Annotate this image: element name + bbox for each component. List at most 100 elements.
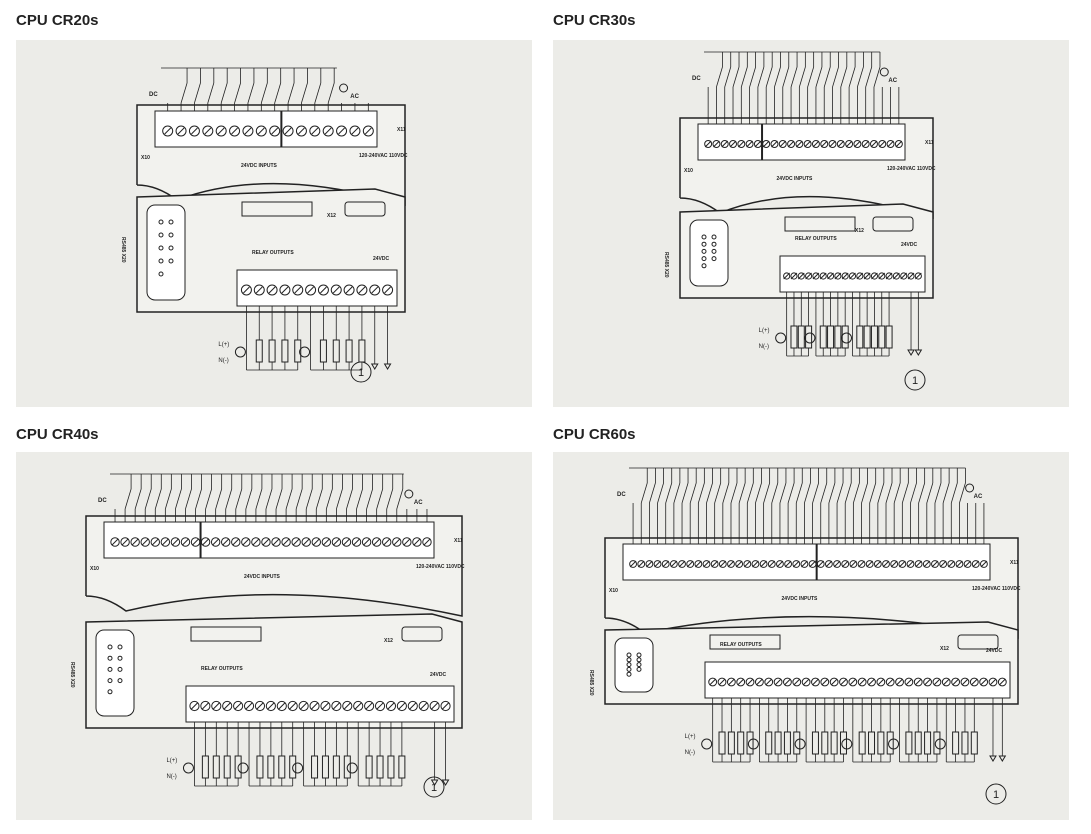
screw-terminal bbox=[979, 677, 989, 687]
n-minus-label: N(-) bbox=[685, 750, 695, 756]
x12-label: X12 bbox=[940, 646, 949, 652]
screw-slot bbox=[886, 678, 894, 686]
screw-slot bbox=[322, 538, 330, 546]
switch-contact bbox=[823, 66, 831, 88]
db9-pin bbox=[701, 234, 707, 240]
n-minus-label: N(-) bbox=[218, 358, 228, 364]
switch-contact bbox=[386, 488, 394, 510]
l-plus-label: L(+) bbox=[218, 342, 229, 348]
switch-contact bbox=[861, 482, 868, 504]
switch-contact bbox=[689, 482, 697, 504]
db9-pin bbox=[107, 689, 113, 695]
screw-slot bbox=[792, 560, 800, 568]
screw-terminal bbox=[882, 560, 890, 568]
switch-contact bbox=[779, 482, 787, 504]
screw-slot bbox=[802, 678, 810, 686]
screw-slot bbox=[212, 702, 220, 710]
screw-slot bbox=[719, 560, 727, 568]
switch-contact bbox=[836, 482, 844, 504]
sd-card-slot bbox=[344, 201, 386, 217]
screw-terminal bbox=[988, 677, 998, 687]
ac-label: AC bbox=[414, 500, 423, 506]
switch-contact bbox=[873, 66, 881, 88]
load-resistor bbox=[256, 755, 264, 779]
load-resistor bbox=[212, 755, 220, 779]
screw-terminal bbox=[773, 677, 783, 687]
screw-terminal bbox=[369, 284, 381, 296]
screw-terminal bbox=[778, 140, 787, 148]
db9-pin bbox=[158, 245, 164, 251]
screw-slot bbox=[629, 560, 637, 568]
screw-terminal bbox=[412, 537, 422, 547]
screw-terminal bbox=[969, 677, 979, 687]
screw-terminal bbox=[694, 560, 703, 568]
screw-terminal bbox=[712, 140, 721, 148]
screw-slot bbox=[743, 560, 751, 568]
screw-slot bbox=[322, 702, 329, 710]
screw-terminal bbox=[381, 537, 392, 547]
screw-slot bbox=[877, 678, 885, 686]
db9-pin bbox=[117, 655, 123, 661]
screw-slot bbox=[931, 560, 939, 568]
screw-slot bbox=[801, 560, 808, 568]
switch-contact bbox=[848, 66, 856, 88]
screw-terminal bbox=[330, 284, 342, 296]
screw-terminal bbox=[261, 537, 271, 547]
screw-slot bbox=[278, 702, 286, 710]
switch-contact bbox=[194, 82, 201, 104]
load-resistor bbox=[805, 325, 813, 349]
screw-terminal bbox=[878, 140, 887, 148]
switch-contact bbox=[376, 488, 384, 510]
sd-card-slot bbox=[401, 626, 443, 642]
screw-terminal bbox=[803, 140, 812, 148]
screw-slot bbox=[964, 560, 971, 568]
screw-terminal bbox=[745, 140, 754, 148]
switch-contact bbox=[154, 488, 162, 510]
screw-slot bbox=[711, 560, 719, 568]
switch-contact bbox=[706, 482, 713, 504]
screw-terminal bbox=[776, 560, 784, 568]
db9-pin bbox=[636, 662, 642, 668]
screw-slot bbox=[289, 702, 297, 710]
load-resistor bbox=[827, 325, 835, 349]
screw-terminal bbox=[317, 284, 329, 296]
screw-slot bbox=[345, 286, 353, 294]
screw-slot bbox=[354, 702, 362, 710]
load-resistor bbox=[278, 755, 286, 779]
screw-slot bbox=[874, 560, 882, 568]
switch-contact bbox=[124, 488, 132, 510]
switch-contact bbox=[757, 66, 765, 88]
screw-terminal bbox=[841, 560, 850, 568]
screw-terminal bbox=[180, 537, 191, 547]
switch-contact bbox=[798, 66, 806, 88]
switch-contact bbox=[234, 82, 241, 104]
screw-terminal bbox=[231, 537, 241, 547]
switch-contact bbox=[832, 66, 839, 88]
screw-slot bbox=[217, 127, 225, 135]
load-resistor bbox=[952, 731, 960, 755]
screw-slot bbox=[363, 538, 370, 546]
screw-terminal bbox=[298, 700, 309, 712]
ac-label: AC bbox=[888, 78, 897, 84]
screw-slot bbox=[947, 560, 955, 568]
screw-terminal bbox=[792, 560, 801, 568]
screw-terminal bbox=[867, 677, 876, 687]
screw-terminal bbox=[848, 272, 857, 280]
screw-slot bbox=[980, 678, 987, 686]
callout-circle bbox=[423, 776, 445, 798]
screw-slot bbox=[703, 560, 710, 568]
screw-terminal bbox=[287, 700, 298, 712]
dc-label: DC bbox=[149, 92, 158, 98]
screw-terminal bbox=[947, 560, 956, 568]
screw-slot bbox=[312, 538, 320, 546]
load-resistor bbox=[858, 731, 866, 755]
switch-contact bbox=[755, 482, 762, 504]
expansion-connector bbox=[241, 201, 313, 217]
switch-contact bbox=[175, 488, 182, 510]
switch-contact bbox=[164, 488, 172, 510]
screw-slot bbox=[358, 286, 366, 294]
load-resistor bbox=[365, 755, 373, 779]
screw-terminal bbox=[865, 560, 874, 568]
screw-terminal bbox=[211, 700, 222, 712]
switch-contact bbox=[795, 482, 803, 504]
